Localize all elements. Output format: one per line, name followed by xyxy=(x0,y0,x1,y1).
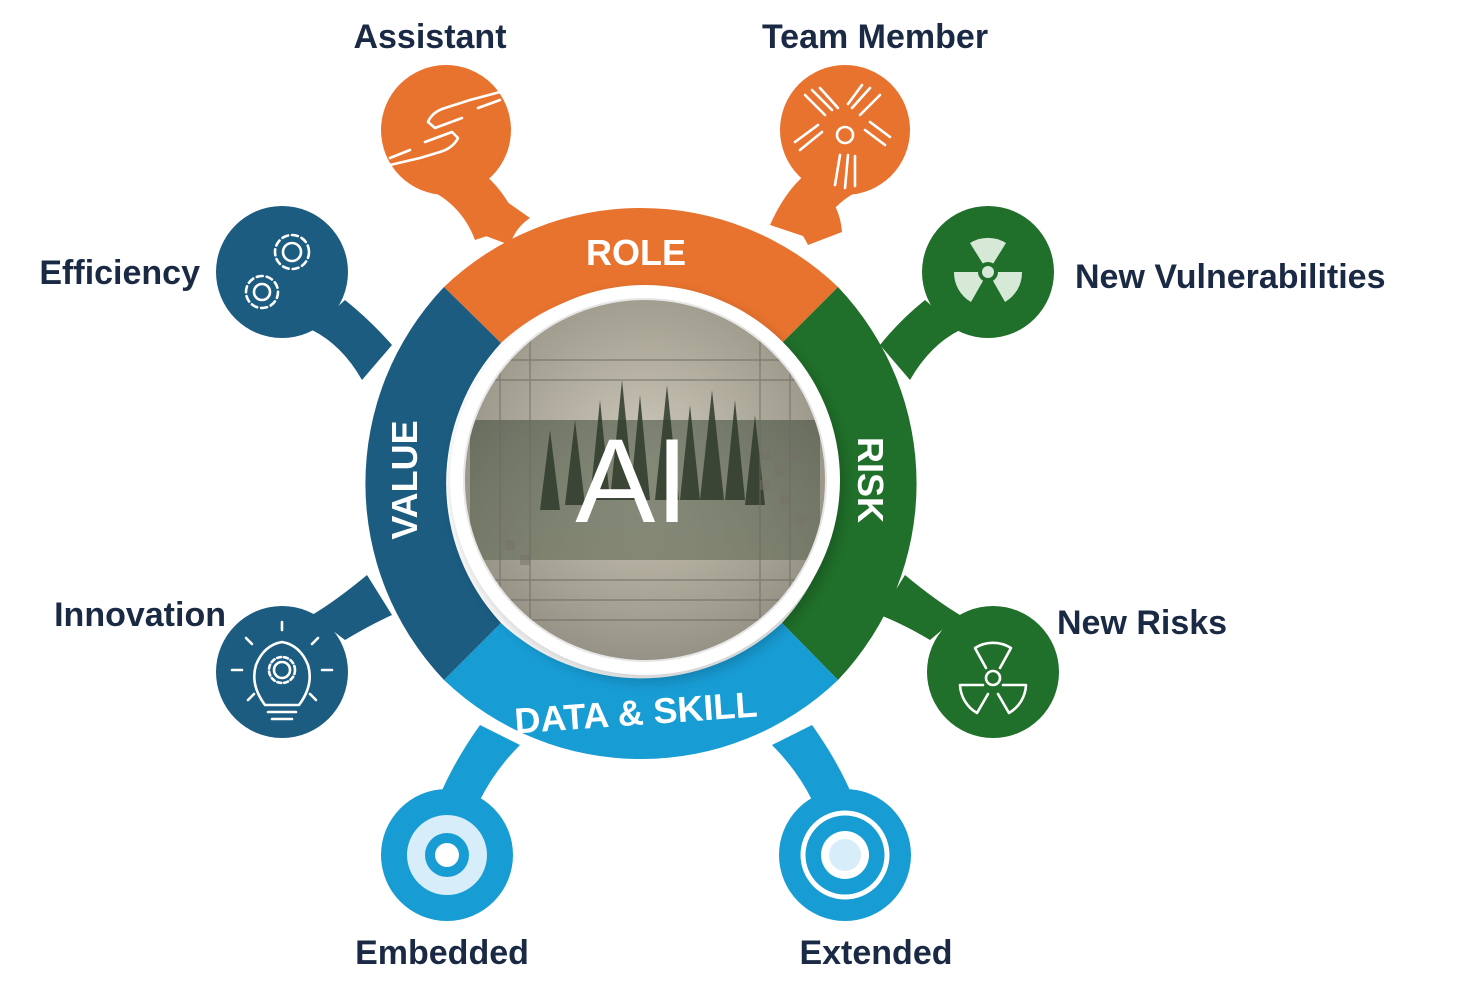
radiation-outline-icon xyxy=(958,641,1028,715)
forest-artwork xyxy=(465,300,825,660)
embedded-ring-icon xyxy=(407,815,487,895)
efficiency-label: Efficiency xyxy=(39,254,200,292)
innovation-label: Innovation xyxy=(54,596,226,634)
role-label: ROLE xyxy=(586,232,686,273)
new-vulnerabilities-label: New Vulnerabilities xyxy=(1075,258,1386,296)
assistant-label: Assistant xyxy=(353,18,506,56)
helping-hands-icon xyxy=(388,90,502,167)
center-ai-label: AI xyxy=(575,414,688,548)
risk-label: RISK xyxy=(850,437,891,523)
center-hub: AI xyxy=(450,285,844,682)
radiation-filled-icon xyxy=(953,237,1023,302)
team-member-label: Team Member xyxy=(762,18,988,56)
new-risks-label: New Risks xyxy=(1057,604,1227,642)
extended-label: Extended xyxy=(799,934,952,972)
embedded-label: Embedded xyxy=(355,934,529,972)
team-hands-icon xyxy=(793,83,892,190)
lightbulb-gear-icon xyxy=(230,620,334,721)
extended-ring-icon xyxy=(800,810,890,900)
value-segment: VALUE xyxy=(216,206,501,738)
value-label: VALUE xyxy=(384,420,425,539)
gears-icon xyxy=(244,233,311,310)
role-segment: ROLE xyxy=(381,65,910,343)
